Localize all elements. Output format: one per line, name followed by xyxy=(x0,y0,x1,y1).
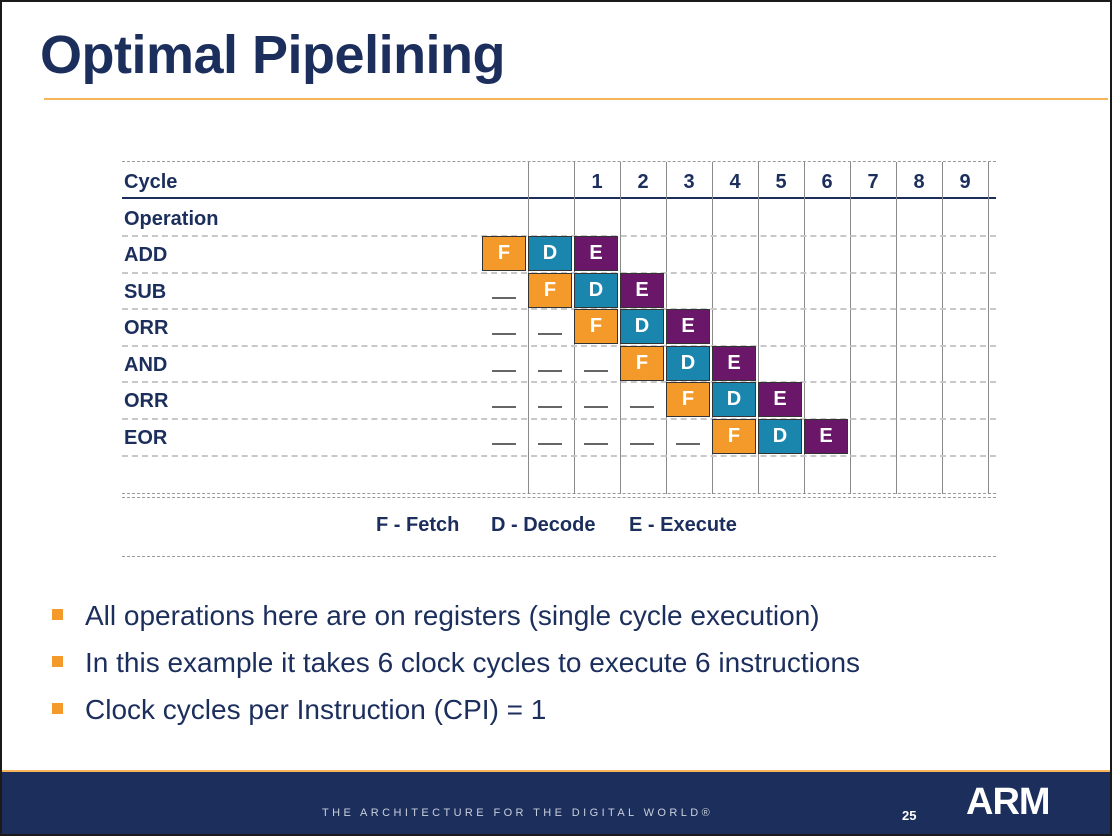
decode-stage: D xyxy=(712,382,756,418)
idle-slot-mark xyxy=(538,369,562,372)
cycle-number: 8 xyxy=(913,171,925,193)
footer-bar xyxy=(2,772,1110,834)
arm-logo: ARM xyxy=(966,781,1051,824)
grid-column-line xyxy=(988,162,989,494)
row-separator xyxy=(122,454,996,457)
fetch-stage: F xyxy=(528,272,572,308)
cycle-number: 4 xyxy=(729,171,741,193)
idle-slot-mark xyxy=(492,333,516,336)
cycle-number: 9 xyxy=(959,171,971,193)
bullet-text: In this example it takes 6 clock cycles … xyxy=(85,647,861,678)
legend-fetch: F - Fetch xyxy=(376,514,460,536)
legend-decode: D - Decode xyxy=(491,514,596,536)
decode-stage: D xyxy=(620,309,664,345)
row-separator xyxy=(122,381,996,384)
idle-slot-mark xyxy=(584,443,608,445)
idle-slot-mark xyxy=(584,369,608,372)
orange-square-bullet-icon xyxy=(52,656,63,667)
decode-stage: D xyxy=(666,345,710,381)
grid-column-line xyxy=(712,162,713,494)
operation-label: EOR xyxy=(124,427,168,449)
fetch-stage: F xyxy=(712,419,756,454)
execute-stage: E xyxy=(804,419,848,454)
fetch-stage: F xyxy=(482,236,526,271)
idle-slot-mark xyxy=(538,333,562,336)
fetch-stage: F xyxy=(620,345,664,381)
execute-stage: E xyxy=(712,345,756,381)
idle-slot-mark xyxy=(584,406,608,409)
grid-column-line xyxy=(528,162,529,494)
footer-tagline: THE ARCHITECTURE FOR THE DIGITAL WORLD® xyxy=(322,807,714,819)
idle-slot-mark xyxy=(538,406,562,409)
decode-stage: D xyxy=(528,236,572,271)
idle-slot-mark xyxy=(492,369,516,372)
row-separator xyxy=(122,344,996,347)
cycle-number: 5 xyxy=(775,171,787,193)
legend-top-border xyxy=(122,497,996,498)
legend-execute: E - Execute xyxy=(629,514,737,536)
cycle-header: Cycle xyxy=(124,171,178,193)
grid-column-line xyxy=(942,162,943,494)
cycle-number: 1 xyxy=(591,171,603,193)
cycle-number: 2 xyxy=(637,171,649,193)
cycle-number: 3 xyxy=(683,171,695,193)
decode-stage: D xyxy=(574,272,618,308)
execute-stage: E xyxy=(666,309,710,345)
idle-slot-mark xyxy=(492,443,516,445)
table-bottom-border xyxy=(122,493,996,494)
title-underline xyxy=(44,98,1108,100)
grid-column-line xyxy=(804,162,805,494)
orange-square-bullet-icon xyxy=(52,609,63,620)
idle-slot-mark xyxy=(630,443,654,445)
table-top-border xyxy=(122,161,996,162)
idle-slot-mark xyxy=(538,443,562,445)
idle-slot-mark xyxy=(492,406,516,409)
idle-slot-mark xyxy=(492,296,516,299)
header-divider xyxy=(122,197,996,199)
orange-square-bullet-icon xyxy=(52,703,63,714)
footer-accent-rule xyxy=(2,770,1110,772)
bullet-text: Clock cycles per Instruction (CPI) = 1 xyxy=(85,694,547,725)
decode-stage: D xyxy=(758,419,802,454)
row-separator xyxy=(122,418,996,420)
grid-column-line xyxy=(850,162,851,494)
idle-slot-mark xyxy=(630,406,654,409)
operation-label: ORR xyxy=(124,390,169,413)
idle-slot-mark xyxy=(676,443,700,445)
fetch-stage: F xyxy=(666,382,710,418)
operation-label: AND xyxy=(124,353,168,376)
execute-stage: E xyxy=(758,382,802,418)
slide-title: Optimal Pipelining xyxy=(40,25,506,85)
grid-column-line xyxy=(758,162,759,494)
row-separator xyxy=(122,308,996,311)
grid-column-line xyxy=(896,162,897,494)
operation-label: ADD xyxy=(124,244,168,266)
bullet-text: All operations here are on registers (si… xyxy=(85,600,820,631)
cycle-number: 7 xyxy=(867,171,879,193)
operation-header: Operation xyxy=(124,208,219,230)
fetch-stage: F xyxy=(574,309,618,345)
page-number: 25 xyxy=(902,808,917,823)
legend-bottom-border xyxy=(122,556,996,557)
execute-stage: E xyxy=(574,236,618,271)
logo-text: ARM xyxy=(966,781,1051,823)
operation-label: SUB xyxy=(124,280,167,303)
cycle-number: 6 xyxy=(821,171,833,193)
operation-label: ORR xyxy=(124,317,169,340)
execute-stage: E xyxy=(620,272,664,308)
